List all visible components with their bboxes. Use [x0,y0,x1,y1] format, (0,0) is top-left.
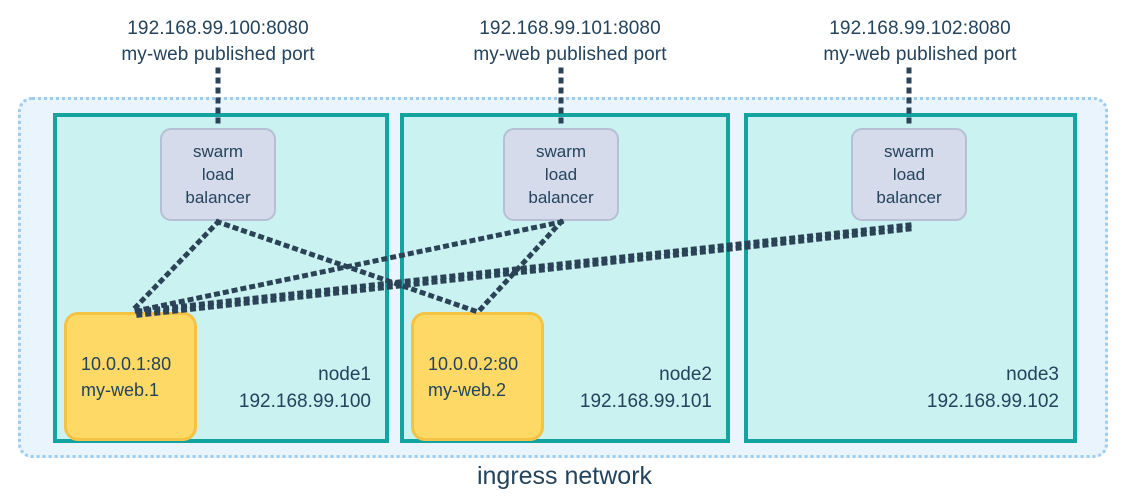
node-caption-node3: node3 192.168.99.102 [927,361,1059,415]
load-balancer-line-1: swarm [883,142,935,161]
load-balancer-line-2: load [201,165,235,184]
node-name: node1 [318,364,371,385]
published-port-label-node1: 192.168.99.100:8080 my-web published por… [108,16,328,68]
task-address: 10.0.0.2:80 [428,353,519,374]
node-ip: 192.168.99.100 [238,391,371,412]
load-balancer-line-1: swarm [535,142,587,161]
task-name: my-web.1 [81,379,160,400]
swarm-load-balancer-node3: swarm load balancer [851,128,967,221]
node-ip: 192.168.99.102 [926,391,1059,412]
published-port-label-node2: 192.168.99.101:8080 my-web published por… [460,16,680,68]
node-caption-node1: node1 192.168.99.100 [239,361,371,415]
task-box-my-web-2: 10.0.0.2:80 my-web.2 [411,312,544,441]
load-balancer-line-2: load [544,165,578,184]
node-name: node2 [659,364,712,385]
load-balancer-line-3: balancer [185,188,251,207]
load-balancer-line-2: load [892,165,926,184]
node-ip: 192.168.99.101 [579,391,712,412]
swarm-load-balancer-node2: swarm load balancer [503,128,619,221]
swarm-load-balancer-node1: swarm load balancer [160,128,276,221]
task-name: my-web.2 [428,379,507,400]
node-name: node3 [1006,364,1059,385]
load-balancer-line-3: balancer [876,188,942,207]
ingress-network-label: ingress network [476,462,653,490]
published-port-description: my-web published port [473,44,667,65]
load-balancer-line-3: balancer [528,188,594,207]
node-caption-node2: node2 192.168.99.101 [580,361,712,415]
task-address: 10.0.0.1:80 [81,353,172,374]
published-port-label-node3: 192.168.99.102:8080 my-web published por… [810,16,1030,68]
published-port-description: my-web published port [121,44,315,65]
published-port-description: my-web published port [823,44,1017,65]
task-box-my-web-1: 10.0.0.1:80 my-web.1 [64,312,197,441]
published-port-address: 192.168.99.101:8080 [479,18,661,39]
published-port-address: 192.168.99.100:8080 [127,18,309,39]
published-port-address: 192.168.99.102:8080 [829,18,1011,39]
load-balancer-line-1: swarm [192,142,244,161]
